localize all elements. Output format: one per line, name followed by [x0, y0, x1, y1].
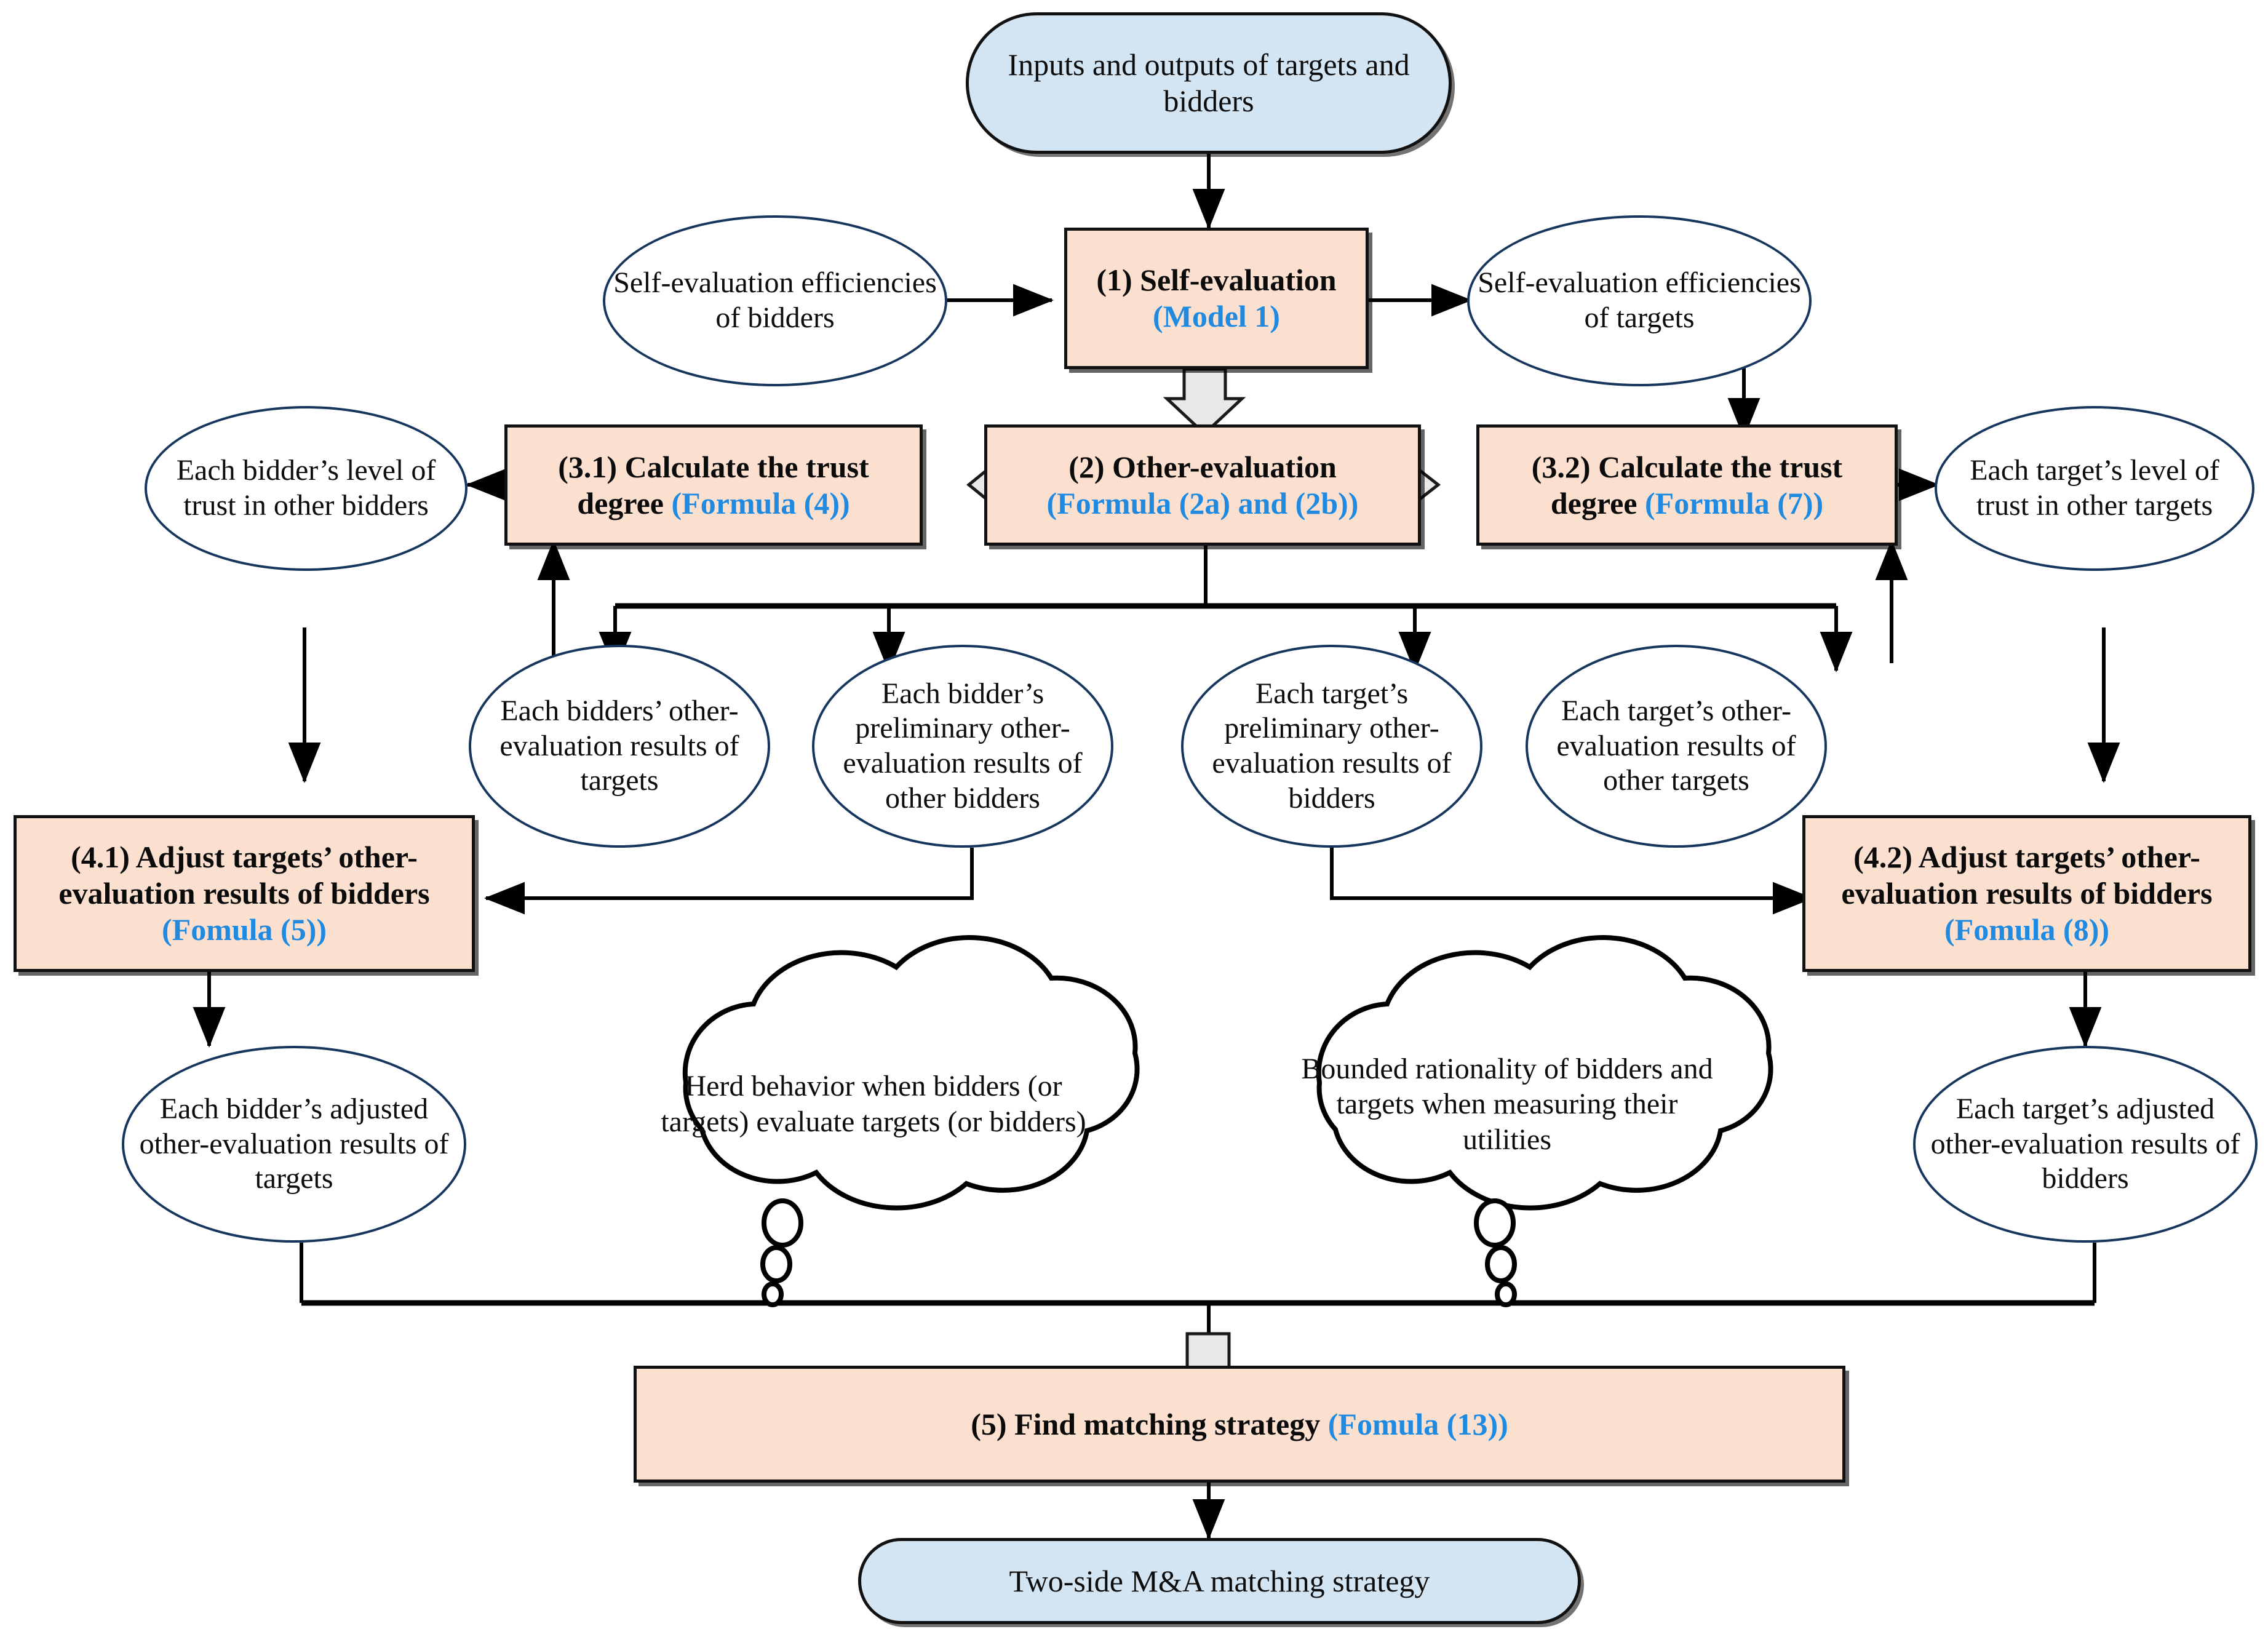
node-step2-label: (2) Other-evaluation [1068, 449, 1337, 484]
node-target-other-eval-targets-label: Each target’s other-evaluation results o… [1556, 695, 1796, 797]
node-step1[interactable]: (1) Self-evaluation (Model 1) [1064, 228, 1369, 369]
node-bidders-other-eval-targets[interactable]: Each bidders’ other-evaluation results o… [469, 645, 770, 848]
node-target-adjusted-label: Each target’s adjusted other-evaluation … [1930, 1093, 2240, 1195]
node-step42-formula: (Fomula (8)) [1944, 912, 2109, 947]
node-cloud-herd-label: Herd behavior when bidders (or targets) … [661, 1070, 1086, 1138]
node-cloud-herd[interactable]: Herd behavior when bidders (or targets) … [624, 984, 1123, 1224]
node-step1-label: (1) Self-evaluation [1096, 263, 1337, 297]
node-step5[interactable]: (5) Find matching strategy (Fomula (13)) [634, 1366, 1845, 1483]
node-step1-formula: (Model 1) [1153, 299, 1280, 333]
node-step31-label: (3.1) Calculate the trust degree [558, 449, 869, 520]
node-step32-label: (3.2) Calculate the trust degree [1531, 449, 1843, 520]
node-cloud-bounded-label: Bounded rationality of bidders and targe… [1301, 1052, 1713, 1156]
node-bidder-trust[interactable]: Each bidder’s level of trust in other bi… [145, 406, 468, 571]
node-step32[interactable]: (3.2) Calculate the trust degree (Formul… [1476, 424, 1898, 546]
node-step32-formula: (Formula (7)) [1645, 485, 1824, 520]
node-bidder-adjusted[interactable]: Each bidder’s adjusted other-evaluation … [122, 1046, 466, 1243]
node-target-trust-label: Each target’s level of trust in other ta… [1970, 454, 2219, 522]
node-step41-formula: (Fomula (5)) [162, 912, 327, 947]
node-self-eval-bidders-label: Self-evaluation efficiencies of bidders [613, 266, 937, 334]
node-bidder-adjusted-label: Each bidder’s adjusted other-evaluation … [139, 1093, 449, 1195]
node-cloud-bounded[interactable]: Bounded rationality of bidders and targe… [1258, 984, 1756, 1224]
node-step41-label: (4.1) Adjust targets’ other-evaluation r… [58, 840, 430, 910]
node-step31-formula: (Formula (4)) [671, 485, 850, 520]
node-self-eval-bidders[interactable]: Self-evaluation efficiencies of bidders [603, 215, 947, 386]
node-bidder-prelim-other-bidders-label: Each bidder’s preliminary other-evaluati… [843, 677, 1083, 815]
node-step2-formula: (Formula (2a) and (2b)) [1046, 485, 1359, 520]
node-end[interactable]: Two-side M&A matching strategy [858, 1538, 1581, 1624]
node-target-prelim-bidders-label: Each target’s preliminary other-evaluati… [1212, 677, 1452, 815]
node-step41[interactable]: (4.1) Adjust targets’ other-evaluation r… [14, 815, 475, 972]
node-step42[interactable]: (4.2) Adjust targets’ other-evaluation r… [1802, 815, 2251, 972]
node-self-eval-targets[interactable]: Self-evaluation efficiencies of targets [1467, 215, 1812, 386]
node-bidder-trust-label: Each bidder’s level of trust in other bi… [176, 454, 436, 522]
node-step5-formula: (Fomula (13)) [1327, 1406, 1508, 1441]
node-step2[interactable]: (2) Other-evaluation (Formula (2a) and (… [984, 424, 1421, 546]
node-bidders-other-eval-targets-label: Each bidders’ other-evaluation results o… [499, 695, 739, 797]
node-target-trust[interactable]: Each target’s level of trust in other ta… [1935, 406, 2254, 571]
node-self-eval-targets-label: Self-evaluation efficiencies of targets [1478, 266, 1801, 334]
node-start-label: Inputs and outputs of targets and bidder… [1008, 47, 1410, 118]
node-step31[interactable]: (3.1) Calculate the trust degree (Formul… [504, 424, 923, 546]
node-step42-label: (4.2) Adjust targets’ other-evaluation r… [1841, 840, 2213, 910]
node-target-other-eval-targets[interactable]: Each target’s other-evaluation results o… [1526, 645, 1827, 848]
node-target-adjusted[interactable]: Each target’s adjusted other-evaluation … [1913, 1046, 2258, 1243]
node-end-label: Two-side M&A matching strategy [1009, 1563, 1430, 1598]
node-bidder-prelim-other-bidders[interactable]: Each bidder’s preliminary other-evaluati… [812, 645, 1113, 848]
node-target-prelim-bidders[interactable]: Each target’s preliminary other-evaluati… [1181, 645, 1482, 848]
node-start[interactable]: Inputs and outputs of targets and bidder… [966, 12, 1452, 154]
node-step5-label: (5) Find matching strategy [971, 1406, 1328, 1441]
